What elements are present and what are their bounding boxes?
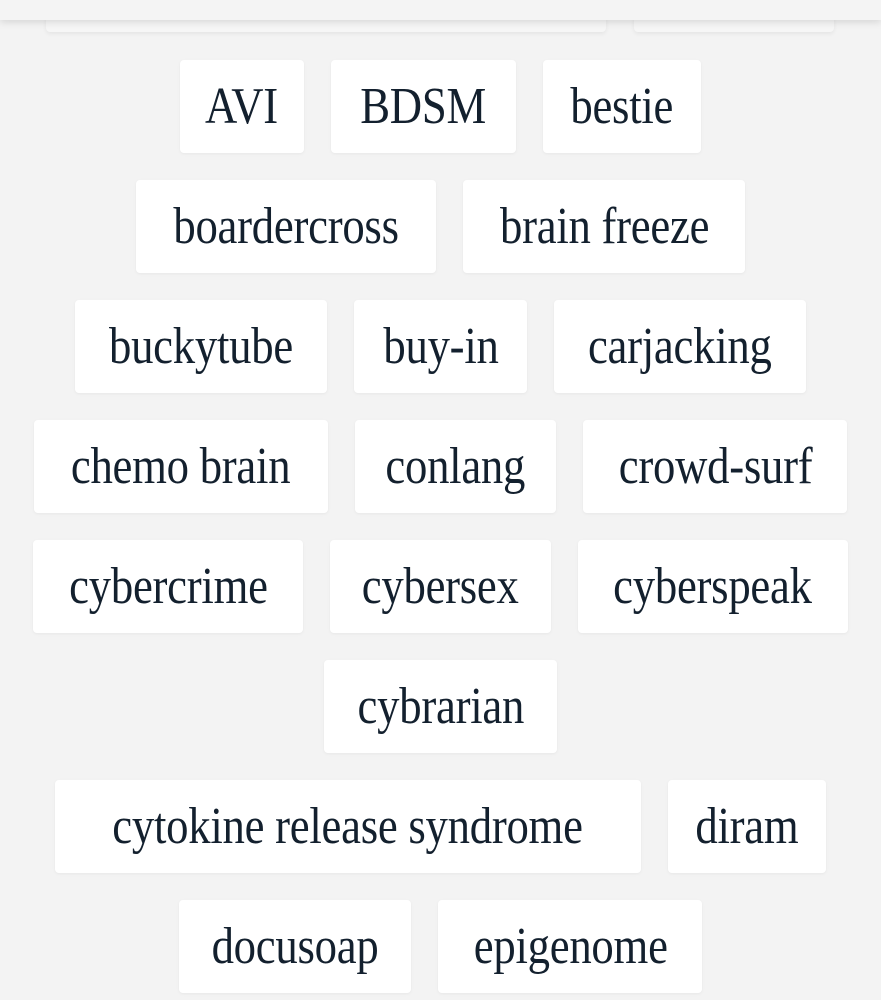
tag-label: buy-in xyxy=(383,317,499,375)
tag-label: cybrarian xyxy=(357,677,524,735)
tag-buy-in[interactable]: buy-in xyxy=(354,300,528,393)
tag-epigenome[interactable]: epigenome xyxy=(438,900,703,993)
tag-crowd-surf[interactable]: crowd-surf xyxy=(583,420,848,513)
tag-label: diram xyxy=(695,797,799,855)
tag-label: conlang xyxy=(385,437,526,495)
tag-label: chemo brain xyxy=(71,437,291,495)
tag-label: cyberspeak xyxy=(613,557,813,615)
tag-brain-freeze[interactable]: brain freeze xyxy=(463,180,746,273)
tag-chemo-brain[interactable]: chemo brain xyxy=(33,420,328,513)
tag-label: docusoap xyxy=(211,917,379,975)
tag-label: boardercross xyxy=(173,197,399,255)
tag-cybercrime[interactable]: cybercrime xyxy=(33,540,303,633)
tag-docusoap[interactable]: docusoap xyxy=(178,900,412,993)
tag-label: cytokine release syndrome xyxy=(112,797,584,855)
tag-buckytube[interactable]: buckytube xyxy=(74,300,328,393)
tag-diram[interactable]: diram xyxy=(667,780,827,873)
sticky-header xyxy=(0,0,881,20)
tag-cybersex[interactable]: cybersex xyxy=(329,540,552,633)
tag-label: buckytube xyxy=(109,317,293,375)
tag-label: AVI xyxy=(205,77,279,135)
tag-label: cybercrime xyxy=(68,557,268,615)
tag-label: cybersex xyxy=(362,557,519,615)
tag-cybrarian[interactable]: cybrarian xyxy=(324,660,557,753)
tag-cyberspeak[interactable]: cyberspeak xyxy=(578,540,848,633)
tag-label: brain freeze xyxy=(499,197,709,255)
tag-cloud: AVI BDSM bestie boardercross brain freez… xyxy=(0,60,881,993)
tag-label: crowd-surf xyxy=(618,437,812,495)
tag-conlang[interactable]: conlang xyxy=(354,420,557,513)
tag-label: BDSM xyxy=(360,77,487,135)
tag-bestie[interactable]: bestie xyxy=(542,60,701,153)
tag-carjacking[interactable]: carjacking xyxy=(554,300,807,393)
tag-label: epigenome xyxy=(473,917,668,975)
tag-avi[interactable]: AVI xyxy=(180,60,304,153)
tag-bdsm[interactable]: BDSM xyxy=(330,60,516,153)
tag-cytokine-release-syndrome[interactable]: cytokine release syndrome xyxy=(54,780,641,873)
tag-boardercross[interactable]: boardercross xyxy=(135,180,437,273)
tag-label: carjacking xyxy=(588,317,773,375)
tag-label: bestie xyxy=(570,77,674,135)
